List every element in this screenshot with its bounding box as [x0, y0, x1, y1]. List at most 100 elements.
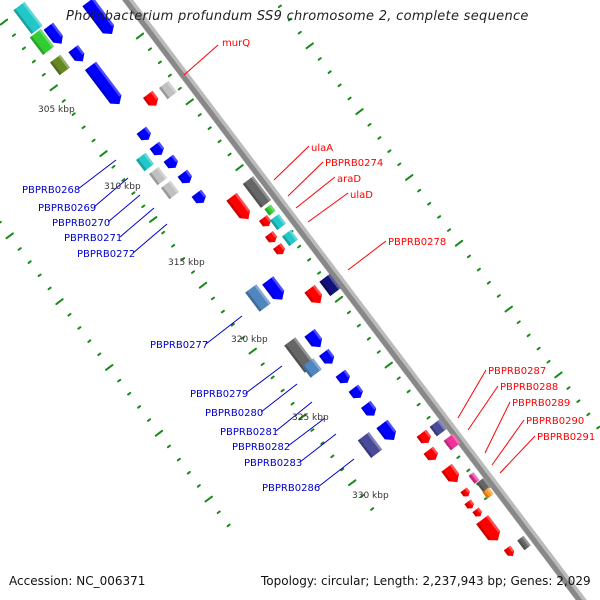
gene-arrow[interactable]	[416, 429, 434, 447]
gene-arrow[interactable]	[226, 192, 253, 223]
tick-mark	[356, 323, 361, 328]
gene-block[interactable]	[29, 29, 55, 55]
tick-mark	[111, 165, 116, 169]
gene-label-PBPRB0290[interactable]: PBPRB0290	[526, 416, 584, 427]
gene-label-PBPRB0271[interactable]: PBPRB0271	[64, 233, 122, 244]
summary-text: Topology: circular; Length: 2,237,943 bp…	[261, 574, 591, 588]
tick-mark	[177, 86, 182, 91]
gene-label-ulaA[interactable]: ulaA	[311, 143, 333, 154]
gene-arrow[interactable]	[177, 169, 195, 187]
gene-label-PBPRB0268[interactable]: PBPRB0268	[22, 185, 80, 196]
gene-block[interactable]	[468, 472, 480, 484]
genes	[13, 0, 531, 559]
leader-line	[307, 192, 349, 223]
gene-label-PBPRB0291[interactable]: PBPRB0291	[537, 432, 595, 443]
tick-mark	[47, 286, 52, 291]
gene-label-PBPRB0280[interactable]: PBPRB0280	[205, 408, 263, 419]
gene-label-PBPRB0281[interactable]: PBPRB0281	[220, 427, 278, 438]
gene-block[interactable]	[357, 432, 383, 458]
gene-arrow[interactable]	[360, 400, 379, 419]
gene-label-PBPRB0288[interactable]: PBPRB0288	[500, 382, 558, 393]
gene-label-PBPRB0277[interactable]: PBPRB0277	[150, 340, 208, 351]
tick-mark	[217, 139, 222, 144]
gene-label-PBPRB0270[interactable]: PBPRB0270	[52, 218, 110, 229]
gene-arrow[interactable]	[84, 61, 125, 109]
gene-arrow[interactable]	[68, 45, 87, 65]
gene-block[interactable]	[443, 433, 461, 451]
tick-mark	[216, 510, 221, 515]
gene-label-PBPRB0283[interactable]: PBPRB0283	[244, 458, 302, 469]
gene-arrow[interactable]	[460, 487, 471, 498]
gene-arrow[interactable]	[304, 328, 325, 351]
gene-arrow[interactable]	[423, 446, 441, 464]
tick-mark	[405, 174, 414, 181]
gene-label-PBPRB0278[interactable]: PBPRB0278	[388, 237, 446, 248]
gene-arrow[interactable]	[163, 154, 181, 172]
gene-block[interactable]	[160, 180, 180, 200]
gene-arrow[interactable]	[476, 515, 504, 545]
gene-block[interactable]	[269, 213, 287, 231]
gene-arrow[interactable]	[264, 230, 279, 245]
tick-mark	[131, 191, 136, 195]
leader-line	[287, 161, 324, 197]
tick-mark	[346, 310, 351, 315]
gene-block[interactable]	[264, 204, 276, 216]
gene-arrow[interactable]	[43, 22, 67, 48]
tick-mark	[416, 402, 421, 407]
gene-block[interactable]	[148, 166, 168, 186]
gene-label-ulaD[interactable]: ulaD	[350, 190, 373, 201]
gene-label-murQ[interactable]: murQ	[222, 38, 250, 49]
gene-block[interactable]	[517, 535, 531, 551]
leader-line	[93, 177, 129, 208]
gene-arrow[interactable]	[441, 463, 462, 486]
gene-label-PBPRB0269[interactable]: PBPRB0269	[38, 203, 96, 214]
gene-block[interactable]	[429, 419, 447, 437]
gene-arrow[interactable]	[142, 90, 161, 109]
gene-arrow[interactable]	[348, 384, 366, 402]
gene-label-PBPRB0274[interactable]: PBPRB0274	[325, 158, 383, 169]
gene-label-PBPRB0279[interactable]: PBPRB0279	[190, 389, 248, 400]
gene-label-PBPRB0282[interactable]: PBPRB0282	[232, 442, 290, 453]
tick-mark	[81, 125, 86, 130]
gene-arrow[interactable]	[149, 141, 167, 159]
tick-mark	[197, 113, 202, 117]
gene-arrow[interactable]	[82, 0, 117, 38]
tick-mark	[310, 428, 315, 432]
gene-block[interactable]	[135, 152, 155, 172]
gene-arrow[interactable]	[262, 276, 288, 304]
gene-arrow[interactable]	[258, 214, 273, 229]
gene-arrow[interactable]	[304, 284, 325, 307]
gene-label-PBPRB0287[interactable]: PBPRB0287	[488, 366, 546, 377]
gene-arrow[interactable]	[503, 545, 516, 559]
gene-block[interactable]	[302, 358, 322, 378]
gene-label-araD[interactable]: araD	[337, 174, 361, 185]
gene-block[interactable]	[13, 1, 43, 35]
gene-arrow[interactable]	[472, 507, 483, 518]
tick-mark	[270, 375, 275, 380]
gene-arrow[interactable]	[335, 369, 353, 387]
tick-mark	[347, 96, 352, 101]
gene-arrow[interactable]	[136, 126, 154, 144]
gene-block[interactable]	[158, 80, 178, 100]
gene-block[interactable]	[319, 273, 341, 297]
gene-block[interactable]	[245, 284, 271, 312]
tick-mark	[117, 378, 122, 383]
gene-block[interactable]	[49, 54, 71, 76]
gene-arrow[interactable]	[191, 189, 209, 207]
gene-label-PBPRB0272[interactable]: PBPRB0272	[77, 249, 135, 260]
gene-block[interactable]	[281, 229, 299, 247]
gene-label-PBPRB0289[interactable]: PBPRB0289	[512, 398, 570, 409]
gene-arrow[interactable]	[272, 242, 287, 257]
gene-arrow[interactable]	[464, 499, 475, 510]
leader-line	[273, 145, 310, 181]
tick-mark	[11, 33, 16, 37]
tick-mark	[287, 17, 292, 22]
gene-arrow[interactable]	[318, 348, 337, 367]
tick-mark	[397, 162, 402, 167]
gene-arrow[interactable]	[376, 419, 399, 444]
gene-label-PBPRB0286[interactable]: PBPRB0286	[262, 483, 320, 494]
gene-block[interactable]	[242, 176, 272, 208]
tick-mark	[41, 72, 46, 77]
gene-block[interactable]	[482, 487, 494, 499]
